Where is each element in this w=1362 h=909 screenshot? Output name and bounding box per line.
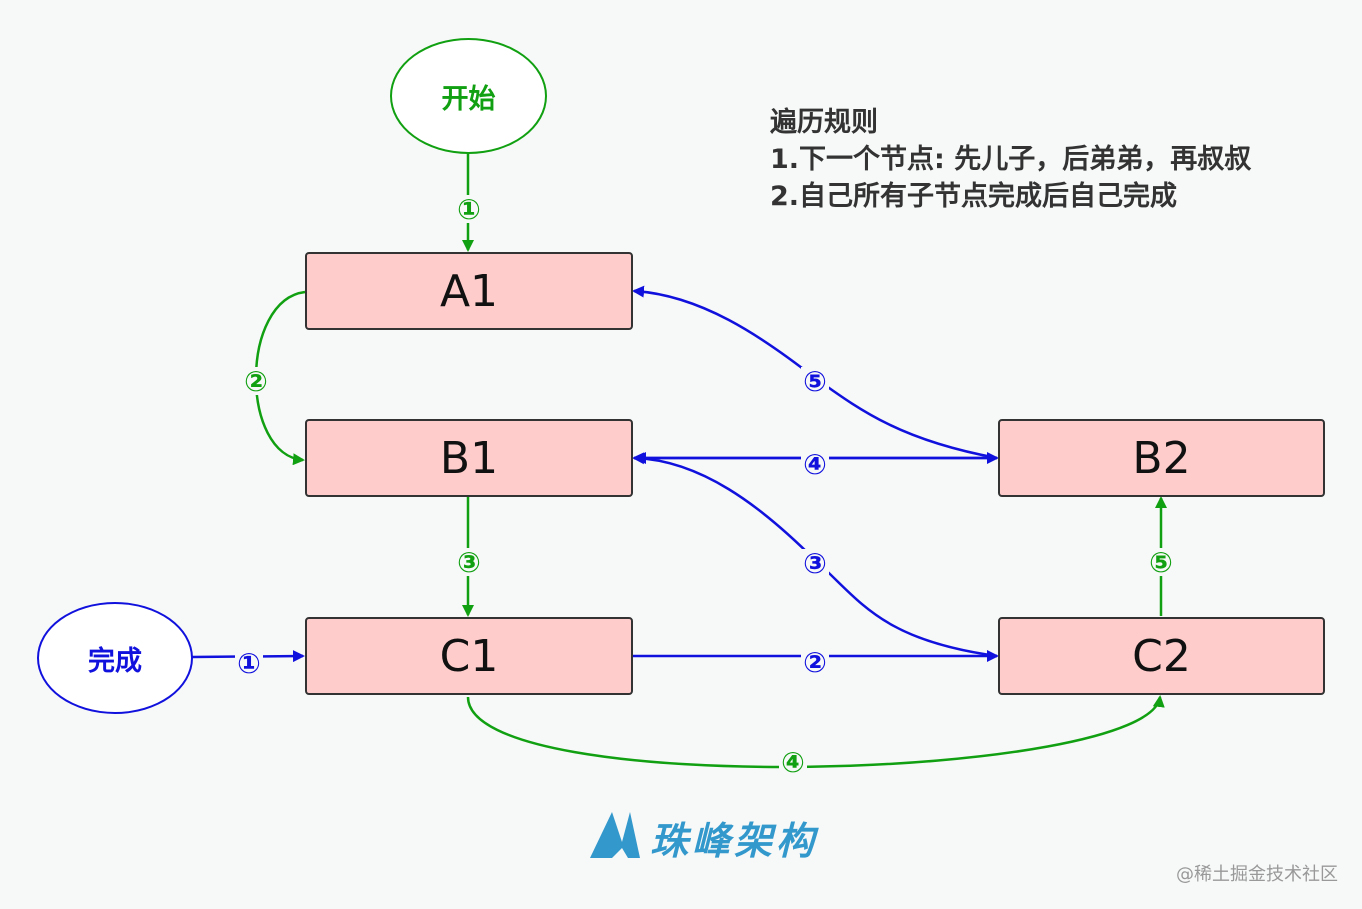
logo-mark-icon [590, 812, 640, 858]
node-b1: B1 [305, 419, 633, 497]
step-label-blue-1: ① [235, 647, 263, 680]
step-label-green-4: ④ [779, 746, 807, 779]
step-label-green-5: ⑤ [1147, 546, 1175, 579]
done-label: 完成 [88, 645, 142, 677]
svg-text:④: ④ [781, 746, 805, 779]
svg-text:③: ③ [803, 547, 827, 580]
rules-item-1: 1.下一个节点: 先儿子，后弟弟，再叔叔 [770, 144, 1252, 175]
rules-item-2: 2.自己所有子节点完成后自己完成 [770, 181, 1178, 212]
traversal-rules: 遍历规则 1.下一个节点: 先儿子，后弟弟，再叔叔 2.自己所有子节点完成后自己… [770, 104, 1251, 215]
edge-c1-c2 [466, 695, 1165, 769]
start-label: 开始 [441, 83, 496, 115]
step-label-green-1: ① [455, 193, 483, 226]
step-label-green-2: ② [242, 365, 270, 398]
node-b2: B2 [998, 419, 1325, 497]
done-node: 完成 [37, 602, 193, 714]
node-c2-label: C2 [1132, 630, 1191, 682]
brand-logo-text: 珠峰架构 [650, 819, 819, 863]
svg-text:⑤: ⑤ [1149, 546, 1173, 579]
node-b1-label: B1 [439, 432, 499, 484]
node-c2: C2 [998, 617, 1325, 695]
svg-text:②: ② [803, 646, 827, 679]
node-a1-label: A1 [439, 265, 499, 317]
step-label-blue-2: ② [801, 646, 829, 679]
step-label-blue-5: ⑤ [801, 365, 829, 398]
svg-text:①: ① [237, 647, 261, 680]
rules-title: 遍历规则 [770, 107, 878, 138]
brand-logo: 珠峰架构 [588, 810, 818, 865]
node-c1-label: C1 [439, 630, 499, 682]
step-label-green-3: ③ [455, 546, 483, 579]
start-node: 开始 [390, 38, 547, 154]
svg-text:①: ① [457, 193, 481, 226]
svg-text:②: ② [244, 365, 268, 398]
node-c1: C1 [305, 617, 633, 695]
svg-text:⑤: ⑤ [803, 365, 827, 398]
node-b2-label: B2 [1132, 432, 1191, 484]
svg-text:④: ④ [803, 448, 827, 481]
node-a1: A1 [305, 252, 633, 330]
step-label-blue-3: ③ [801, 547, 829, 580]
svg-text:③: ③ [457, 546, 481, 579]
step-label-blue-4: ④ [801, 448, 829, 481]
watermark: @稀土掘金技术社区 [1176, 864, 1338, 885]
